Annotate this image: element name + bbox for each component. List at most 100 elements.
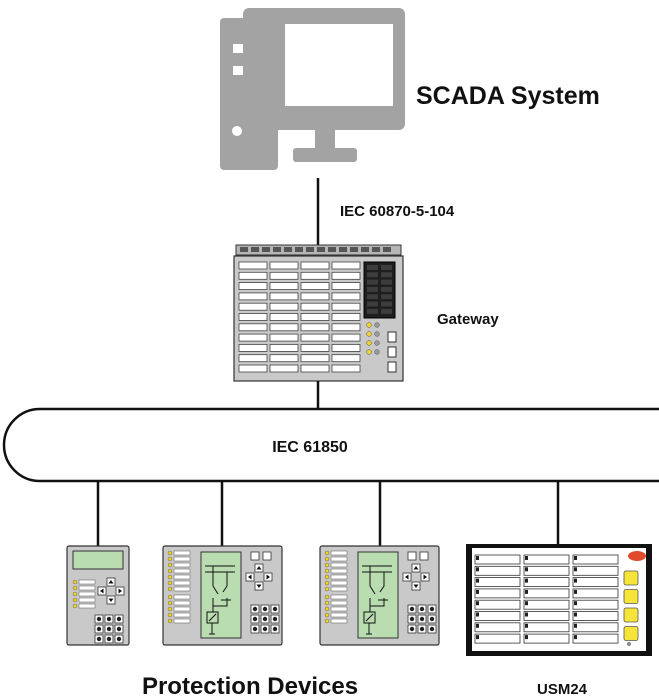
gateway-led xyxy=(374,331,380,337)
status-led xyxy=(167,618,173,624)
nav-down-arrow xyxy=(108,598,114,602)
protection-devices-label: Protection Devices xyxy=(142,673,358,697)
annunciator-window-marker xyxy=(476,623,479,628)
keypad-key-dot xyxy=(116,636,122,642)
gateway-label-slot xyxy=(238,261,268,270)
gateway-top-key xyxy=(251,247,259,252)
led-label-strip xyxy=(330,550,348,556)
gateway-label-slot xyxy=(238,292,268,301)
gateway-display-cell xyxy=(381,286,392,292)
status-led xyxy=(167,600,173,606)
annunciator-window-marker xyxy=(525,635,528,640)
annunciator-window xyxy=(572,599,619,610)
status-led xyxy=(72,603,78,609)
protection-relay-icon xyxy=(66,545,130,646)
annunciator-window xyxy=(474,622,521,633)
annunciator-control-button xyxy=(623,626,639,641)
nav-up-arrow xyxy=(413,566,419,570)
gateway-display-cell xyxy=(381,279,392,285)
gateway-display-cell xyxy=(367,279,378,285)
gateway-label-slot xyxy=(331,364,361,373)
annunciator-icon xyxy=(466,544,652,656)
gateway-led xyxy=(374,322,380,328)
keypad-key-dot xyxy=(272,616,278,622)
led-label-strip xyxy=(78,597,96,603)
led-label-strip xyxy=(330,568,348,574)
gateway-label-slot xyxy=(300,261,330,270)
gateway-led xyxy=(366,340,372,346)
keypad-key-dot xyxy=(262,616,268,622)
status-led xyxy=(324,594,330,600)
sld-switches xyxy=(369,566,385,612)
nav-up-arrow xyxy=(108,580,114,584)
gateway-led xyxy=(366,331,372,337)
gateway-display-cell xyxy=(367,301,378,307)
gateway-label-slot xyxy=(300,323,330,332)
gateway-label-slot xyxy=(331,313,361,321)
keypad-key-dot xyxy=(96,616,102,622)
gateway-top-key xyxy=(295,247,303,252)
gateway-led xyxy=(366,322,372,328)
keypad-key-dot xyxy=(262,626,268,632)
gateway-label-slot xyxy=(238,313,268,321)
gateway-label-slot xyxy=(331,261,361,270)
keypad-key-dot xyxy=(106,616,112,622)
protection-relay-icon xyxy=(162,545,283,646)
gateway-label-slot xyxy=(269,364,299,373)
led-label-strip xyxy=(78,579,96,585)
led-label-strip xyxy=(173,594,191,600)
gateway-label-slot xyxy=(269,261,299,270)
gateway-top-key xyxy=(339,247,347,252)
gateway-top-key xyxy=(372,247,380,252)
status-led xyxy=(167,556,173,562)
sld-ground xyxy=(365,599,388,635)
annunciator-window xyxy=(523,554,570,565)
led-label-strip xyxy=(173,562,191,568)
gateway-label-slot xyxy=(331,343,361,352)
status-led xyxy=(167,562,173,568)
status-led xyxy=(72,597,78,603)
sld-switches xyxy=(212,566,228,612)
annunciator-window-marker xyxy=(525,556,528,560)
keypad-key-dot xyxy=(429,626,435,632)
gateway-display-cell xyxy=(367,272,378,278)
led-label-strip xyxy=(173,586,191,592)
status-led xyxy=(167,594,173,600)
gateway-top-key xyxy=(361,247,369,252)
annunciator-window xyxy=(523,565,570,576)
gateway-label-slot xyxy=(331,282,361,291)
gateway-top-key xyxy=(273,247,281,252)
keypad-key-dot xyxy=(116,616,122,622)
gateway-label-slot xyxy=(238,323,268,332)
nav-left-arrow xyxy=(405,574,409,580)
gateway-display-cell xyxy=(381,301,392,307)
annunciator-control-button xyxy=(623,589,639,604)
annunciator-window xyxy=(523,633,570,644)
keypad-key-dot xyxy=(409,616,415,622)
gateway-label-slot xyxy=(238,343,268,352)
gateway-display-cell xyxy=(381,308,392,314)
nav-right-arrow xyxy=(118,588,122,594)
led-label-strip xyxy=(173,618,191,624)
annunciator-window-marker xyxy=(525,567,528,572)
gateway-label-slot xyxy=(300,282,330,291)
led-label-strip xyxy=(173,568,191,574)
annunciator-window xyxy=(474,577,521,587)
keypad-key-dot xyxy=(252,616,258,622)
led-label-strip xyxy=(78,585,96,591)
led-label-strip xyxy=(330,580,348,586)
computer-icon xyxy=(220,8,405,170)
nav-down-arrow xyxy=(413,584,419,588)
gateway-label-slot xyxy=(331,333,361,342)
status-led xyxy=(324,606,330,612)
sld-busbars xyxy=(362,565,392,573)
led-label-strip xyxy=(173,550,191,556)
annunciator-window xyxy=(523,611,570,621)
gateway-label-slot xyxy=(300,333,330,342)
keypad-key-dot xyxy=(96,636,102,642)
keypad-key-dot xyxy=(272,606,278,612)
keypad-key-dot xyxy=(116,626,122,632)
led-label-strip xyxy=(78,591,96,597)
status-led xyxy=(167,574,173,580)
